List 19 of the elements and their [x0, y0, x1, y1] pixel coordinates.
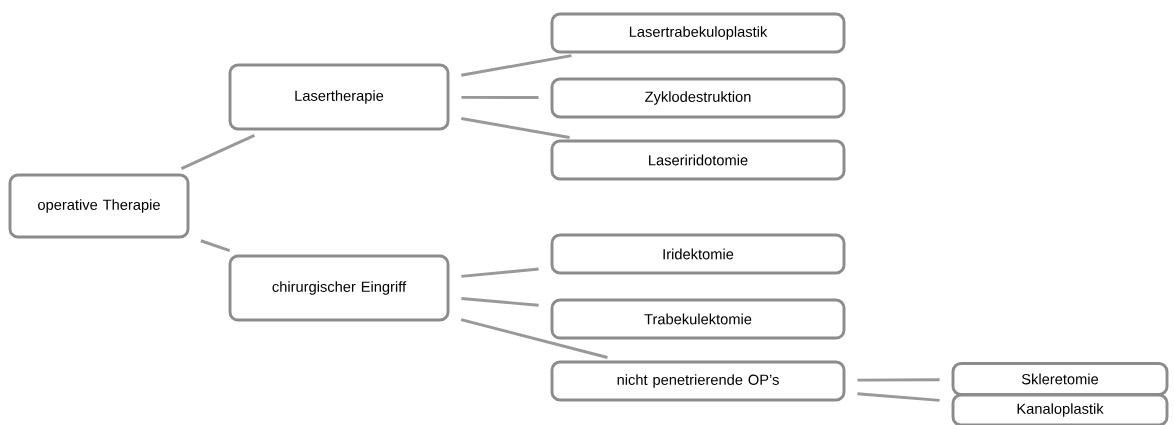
connector-line [857, 378, 940, 382]
process-box: Skleretomie [951, 362, 1169, 396]
process-box: chirurgischer Eingriff [228, 254, 450, 322]
connector-line [461, 95, 539, 100]
connector-line [461, 54, 572, 77]
process-box: Lasertherapie [228, 63, 450, 131]
process-box: Iridektomie [550, 233, 846, 275]
connector-line [461, 267, 539, 278]
connector-line [180, 134, 256, 170]
connector-line [461, 297, 539, 307]
process-box: Trabekulektomie [550, 298, 846, 340]
process-box: Lasertrabekuloplastik [550, 12, 846, 54]
process-box: Kanaloplastik [951, 393, 1169, 425]
connector-line [200, 239, 231, 253]
connector-line [857, 392, 940, 402]
process-box: nicht penetrierende OP’s [550, 360, 846, 402]
process-box: Zyklodestruktion [550, 77, 846, 119]
process-box: Laseriridotomie [550, 139, 846, 181]
process-box: operative Therapie [8, 173, 190, 239]
